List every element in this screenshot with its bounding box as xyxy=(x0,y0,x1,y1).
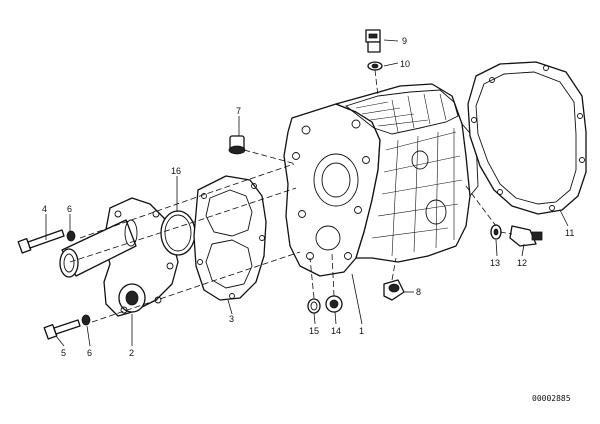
switch-9 xyxy=(365,29,381,53)
front-gasket-outer xyxy=(193,175,267,301)
housing-main-bore xyxy=(313,153,359,207)
callout-6-bottom: 6 xyxy=(87,348,92,358)
callout-2: 2 xyxy=(129,348,134,358)
callout-16: 16 xyxy=(171,166,181,176)
rear-gasket-inner xyxy=(475,71,577,205)
plug-14 xyxy=(325,295,343,313)
o-ring xyxy=(160,210,196,256)
front-gasket xyxy=(193,175,267,301)
callout-15: 15 xyxy=(309,326,319,336)
plug-8 xyxy=(383,279,405,301)
callout-12: 12 xyxy=(517,258,527,268)
callout-8: 8 xyxy=(416,287,421,297)
gearbox-housing xyxy=(283,83,479,277)
washer-6-bottom xyxy=(81,314,91,326)
callout-1: 1 xyxy=(359,326,364,336)
assembly-lines xyxy=(69,69,513,323)
front-cover xyxy=(59,197,179,317)
callout-7: 7 xyxy=(236,106,241,116)
callout-4: 4 xyxy=(42,204,47,214)
callout-6-top: 6 xyxy=(67,204,72,214)
callout-14: 14 xyxy=(331,326,341,336)
callout-13: 13 xyxy=(490,258,500,268)
callout-11: 11 xyxy=(565,228,574,238)
callout-leaders xyxy=(45,39,569,347)
sensor-12 xyxy=(509,225,543,247)
rear-gasket xyxy=(467,61,587,215)
sleeve-end xyxy=(59,248,79,278)
callout-5: 5 xyxy=(61,348,66,358)
housing-lower-bore xyxy=(315,225,341,251)
housing-top-cover xyxy=(345,89,459,135)
bolt-4 xyxy=(17,229,65,254)
bolt-5 xyxy=(43,319,81,340)
seal-15 xyxy=(307,298,321,314)
front-gasket-inner-top xyxy=(205,189,253,237)
callout-3: 3 xyxy=(229,314,234,324)
rear-gasket-outer xyxy=(467,61,587,215)
callout-labels: 9 10 7 16 4 6 5 6 2 3 15 14 1 8 13 12 11 xyxy=(42,36,574,358)
front-gasket-inner-bottom xyxy=(205,239,253,289)
washer-6-top xyxy=(66,230,76,242)
callout-10: 10 xyxy=(400,59,410,69)
plug-7 xyxy=(228,135,246,155)
diagram-reference-code: 00002885 xyxy=(532,394,571,403)
callout-9: 9 xyxy=(402,36,407,46)
